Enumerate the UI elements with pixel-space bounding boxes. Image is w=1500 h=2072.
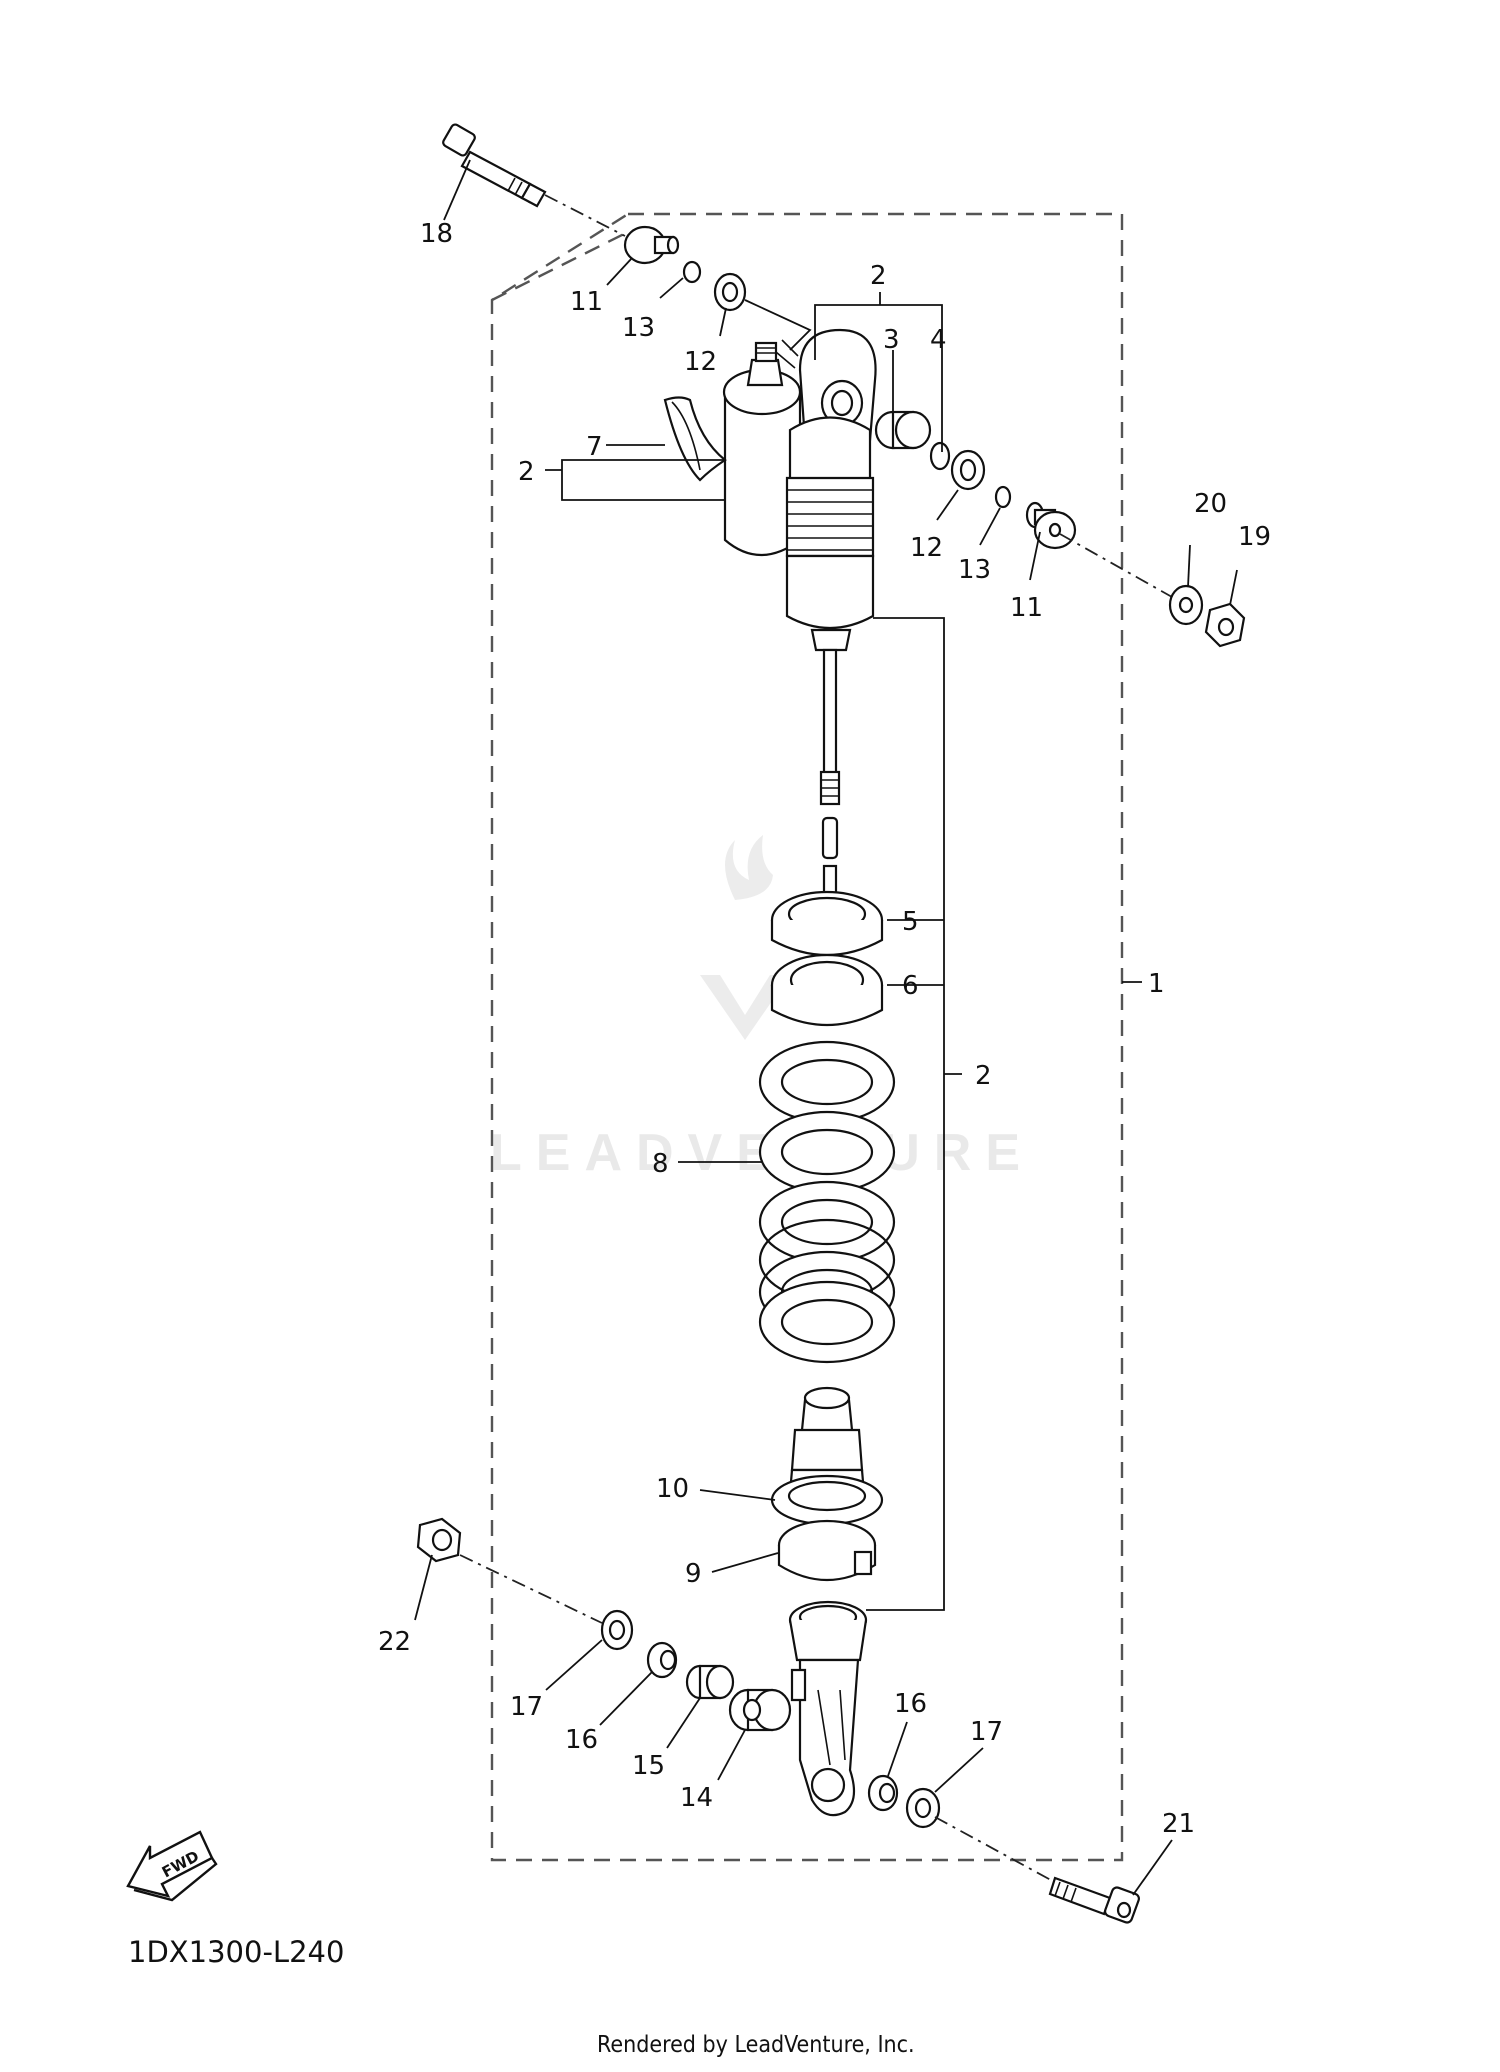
locknut-5	[770, 890, 884, 956]
callout-17-left: 17	[510, 1692, 543, 1722]
spring-guide-10	[770, 1474, 884, 1526]
callout-13-right: 13	[958, 555, 991, 585]
fwd-arrow-icon: FWD	[126, 1830, 218, 1902]
collar-15	[685, 1664, 735, 1700]
bearing-12-right	[950, 449, 986, 491]
callout-16-right: 16	[894, 1689, 927, 1719]
watermark-text: LEADVENTURE	[490, 1124, 1034, 1182]
callout-3: 3	[883, 325, 900, 355]
washer-20	[1168, 584, 1204, 626]
collar-3	[874, 410, 932, 450]
callout-18: 18	[420, 219, 453, 249]
callout-12-top: 12	[684, 347, 717, 377]
callout-11-top: 11	[570, 287, 603, 317]
callout-11-right: 11	[1010, 593, 1043, 623]
oring-13-right	[994, 485, 1012, 509]
callout-21: 21	[1162, 1809, 1195, 1839]
nut-22	[416, 1517, 462, 1563]
nut-19	[1204, 602, 1246, 648]
spring-seat-9	[777, 1519, 877, 1581]
callout-17-right: 17	[970, 1717, 1003, 1747]
callout-2-top: 2	[870, 261, 887, 291]
thrust-cover-17-right	[905, 1787, 941, 1829]
thrust-cover-17-left	[600, 1609, 634, 1651]
callout-12-right: 12	[910, 533, 943, 563]
callout-20: 20	[1194, 489, 1227, 519]
callout-leaders	[414, 159, 1238, 1896]
callout-8: 8	[652, 1149, 669, 1179]
bolt-21	[1048, 1876, 1140, 1924]
collar-11-right	[1025, 501, 1077, 550]
oring-4	[929, 441, 951, 471]
callout-7: 7	[586, 432, 603, 462]
callout-16-left: 16	[565, 1725, 598, 1755]
callout-15: 15	[632, 1751, 665, 1781]
callout-2-right: 2	[975, 1061, 992, 1091]
oring-13-top	[682, 260, 702, 284]
callout-14: 14	[680, 1783, 713, 1813]
diagram-code: 1DX1300-L240	[128, 1935, 344, 1969]
shock-body	[785, 328, 877, 898]
callout-6: 6	[902, 971, 919, 1001]
callout-22: 22	[378, 1627, 411, 1657]
assembly-dashed-outline	[490, 212, 1124, 1862]
callout-labels: 18 11 13 12 2 3 4 7 2 20 19 12 13 11 5 6…	[378, 219, 1271, 1839]
collar-11-top	[623, 225, 680, 265]
oil-seal-16-right	[867, 1774, 899, 1812]
callout-9: 9	[685, 1559, 702, 1589]
label-sticker-7	[663, 396, 727, 482]
callout-4: 4	[930, 325, 947, 355]
bolt-18	[442, 123, 547, 208]
oil-seal-16-left	[646, 1641, 678, 1679]
callout-1: 1	[1148, 969, 1165, 999]
callout-2-left: 2	[518, 457, 535, 487]
adjuster-ring-6	[770, 953, 884, 1026]
collar-14	[728, 1688, 792, 1732]
lower-clevis	[788, 1600, 868, 1817]
spring-8	[758, 1040, 896, 1364]
callout-10: 10	[656, 1474, 689, 1504]
leadventure-watermark: LEADVENTURE	[490, 835, 1034, 1182]
footer-credit: Rendered by LeadVenture, Inc.	[597, 2032, 915, 2058]
callout-19: 19	[1238, 522, 1271, 552]
callout-5: 5	[902, 907, 919, 937]
bearing-12-top	[713, 272, 747, 312]
callout-13-top: 13	[622, 313, 655, 343]
